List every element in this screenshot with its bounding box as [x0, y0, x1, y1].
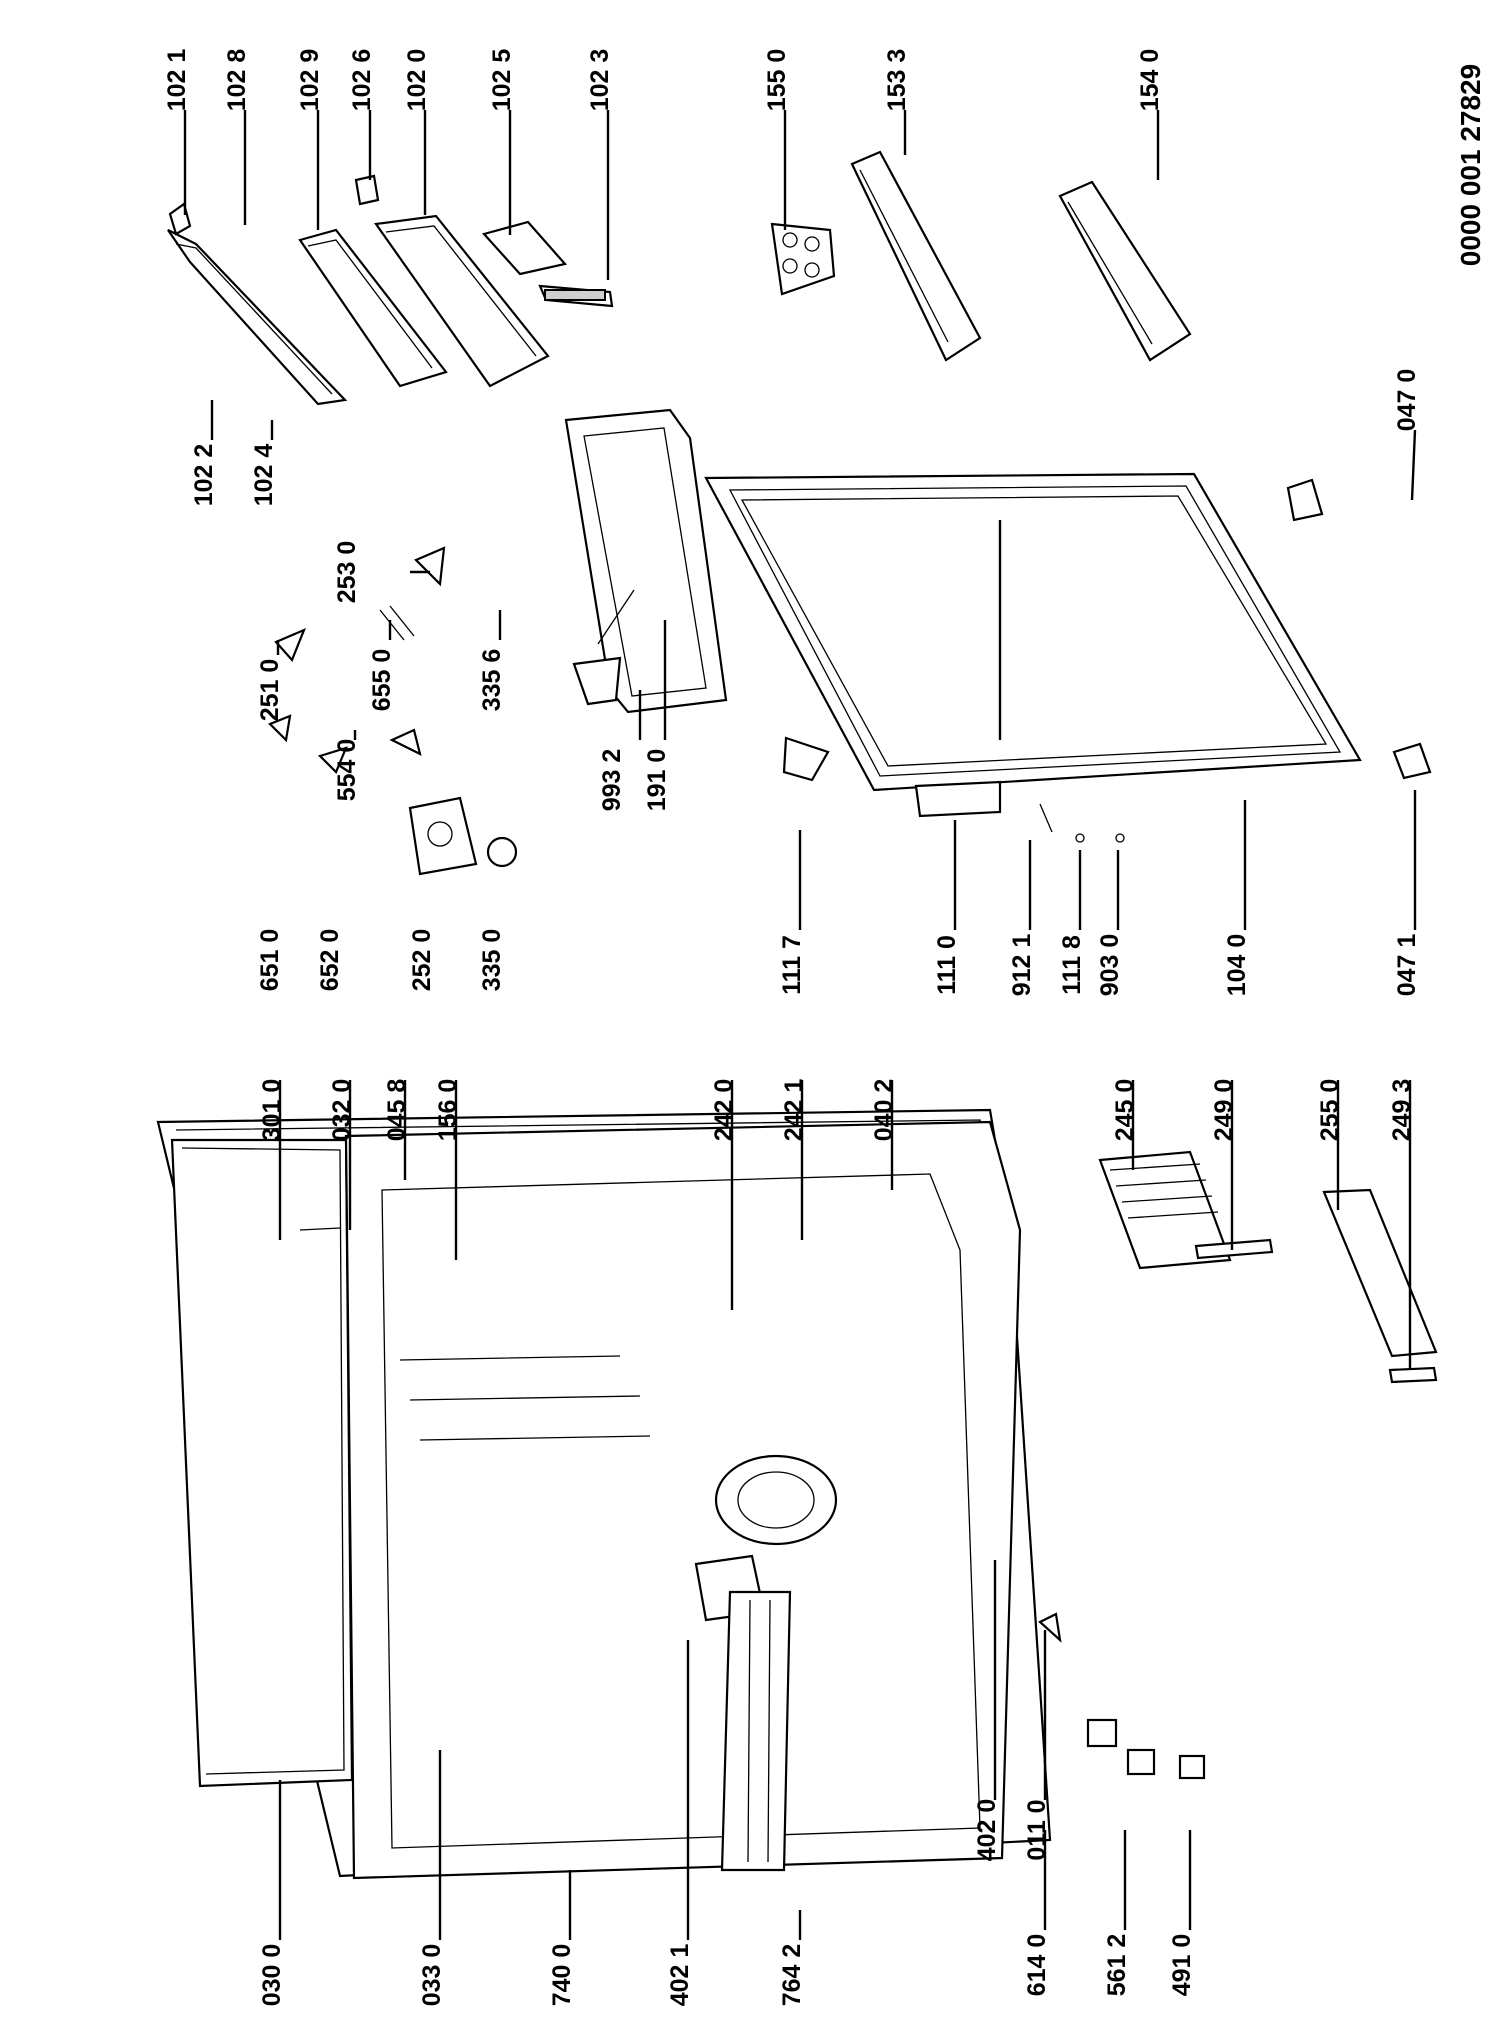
part-label: 335 6 — [478, 649, 506, 712]
part-label: 102 8 — [223, 49, 251, 112]
part-label: 652 0 — [316, 929, 344, 992]
part-label: 102 6 — [348, 49, 376, 112]
part-label: 561 2 — [1103, 1934, 1131, 1997]
part-label: 249 0 — [1210, 1079, 1238, 1142]
part-label: 111 7 — [778, 935, 806, 995]
part-label: 764 2 — [778, 1944, 806, 2007]
part-label: 033 0 — [418, 1944, 446, 2007]
part-label: 249 3 — [1388, 1079, 1416, 1142]
part-label: 740 0 — [548, 1944, 576, 2007]
part-label: 102 9 — [296, 49, 324, 112]
part-label: 491 0 — [1168, 1934, 1196, 1997]
part-label: 912 1 — [1008, 934, 1036, 997]
freezer-flap-parts — [167, 174, 614, 406]
part-label: 102 5 — [488, 49, 516, 112]
leader-lines — [183, 110, 1417, 1940]
part-label: 554 0 — [333, 739, 361, 802]
part-label: 154 0 — [1136, 49, 1164, 112]
part-label: 614 0 — [1023, 1934, 1051, 1997]
part-label: 155 0 — [763, 49, 791, 112]
part-label: 252 0 — [408, 929, 436, 992]
part-label: 102 4 — [250, 444, 278, 507]
part-label: 191 0 — [643, 749, 671, 812]
part-label: 011 0 — [1023, 1799, 1051, 1860]
part-label: 242 1 — [780, 1079, 808, 1142]
door-hardware — [782, 478, 1432, 843]
part-label: 655 0 — [368, 649, 396, 712]
part-label: 335 0 — [478, 929, 506, 992]
thermostat-parts — [268, 546, 635, 876]
part-label: 111 0 — [933, 935, 961, 995]
part-label: 903 0 — [1096, 934, 1124, 997]
part-label: 045 8 — [383, 1079, 411, 1142]
part-label: 102 2 — [190, 444, 218, 507]
part-label: 047 1 — [1393, 934, 1421, 997]
part-label: 040 2 — [870, 1079, 898, 1142]
shelves — [1098, 1150, 1438, 1384]
part-label: 651 0 — [256, 929, 284, 992]
part-label: 047 0 — [1393, 369, 1421, 432]
part-label: 102 0 — [403, 49, 431, 112]
part-label: 102 1 — [163, 49, 191, 112]
fridge-cabinet — [156, 1108, 1052, 1880]
part-label: 156 0 — [434, 1079, 462, 1142]
part-label: 245 0 — [1111, 1079, 1139, 1142]
door-bins — [770, 150, 1192, 362]
part-label: 030 0 — [258, 1944, 286, 2007]
part-label: 153 3 — [883, 49, 911, 112]
part-label: 253 0 — [333, 541, 361, 604]
part-label: 255 0 — [1316, 1079, 1344, 1142]
part-label: 301 0 — [258, 1079, 286, 1142]
part-label: 993 2 — [598, 749, 626, 812]
door-panel — [704, 472, 1362, 792]
condenser-coil — [720, 1590, 792, 1872]
document-id: 0000 001 27829 — [1455, 64, 1486, 266]
part-label: 251 0 — [256, 659, 284, 722]
part-label: 402 0 — [973, 1799, 1001, 1862]
part-label: 242 0 — [710, 1079, 738, 1142]
part-label: 111 8 — [1058, 935, 1086, 995]
part-label: 032 0 — [328, 1079, 356, 1142]
part-label: 102 3 — [586, 49, 614, 112]
part-label: 402 1 — [666, 1944, 694, 2007]
part-labels: 102 1 102 8 102 9 102 6 102 0 102 5 102 … — [163, 49, 1421, 2007]
parts-drawing — [156, 150, 1438, 1880]
part-label: 104 0 — [1223, 934, 1251, 997]
